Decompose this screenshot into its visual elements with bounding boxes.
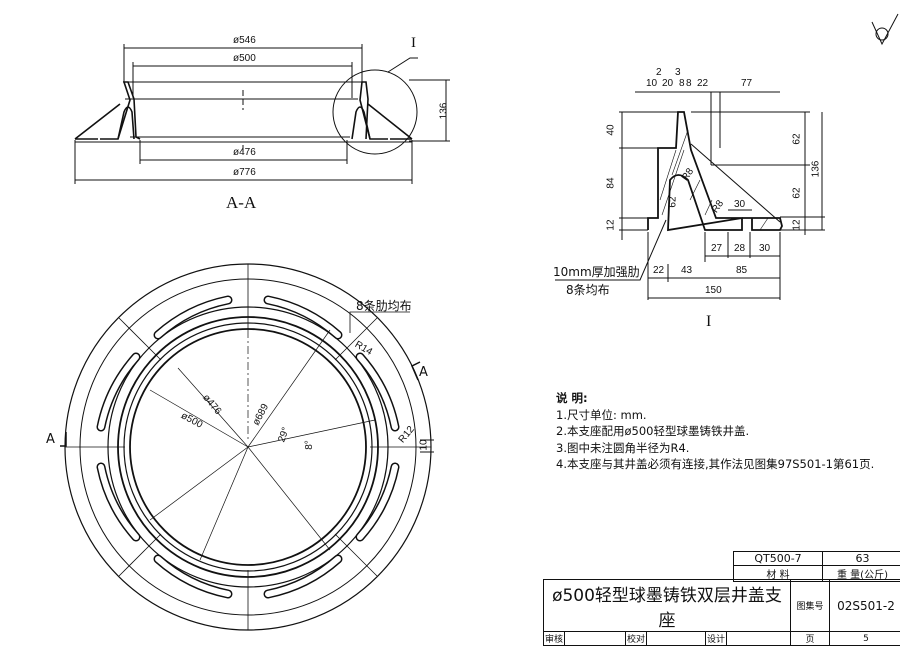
section-mark-left: A — [46, 433, 55, 446]
detail-dim: 8 — [679, 79, 685, 89]
detail-dim: 27 — [711, 244, 722, 254]
detail-dim: 77 — [741, 79, 752, 89]
plan-rib-note: 8条肋均布 — [356, 300, 412, 312]
design-signature — [727, 632, 791, 646]
page-value: 5 — [830, 632, 900, 646]
detail-dim: 2 — [656, 68, 662, 78]
plan-dim-10: 10 — [420, 439, 430, 450]
detail-dim: 28 — [734, 244, 745, 254]
note-item: 3.图中未注圆角半径为R4. — [556, 440, 874, 457]
detail-dim: 43 — [681, 266, 692, 276]
check-label: 校对 — [626, 632, 647, 646]
dim-diameter-776: ø776 — [233, 168, 256, 178]
detail-dim: 30 — [759, 244, 770, 254]
notes-title: 说 明: — [556, 390, 874, 407]
dim-diameter-476: ø476 — [233, 148, 256, 158]
detail-dim: 22 — [697, 79, 708, 89]
section-mark-right: A — [419, 366, 428, 379]
plan-angle-8: 8° — [305, 440, 315, 450]
detail-dim: 40 — [607, 124, 617, 135]
detail-dim: 30 — [734, 200, 745, 210]
page-label: 页 — [791, 632, 830, 646]
check-signature — [647, 632, 706, 646]
detail-dim: 12 — [607, 219, 617, 230]
detail-dim: 62 — [793, 133, 803, 144]
detail-dim: 20 — [662, 79, 673, 89]
plan-view — [60, 264, 434, 630]
section-label: A-A — [226, 194, 256, 211]
detail-dim: 22 — [653, 266, 664, 276]
dim-diameter-546: ø546 — [233, 36, 256, 46]
notes: 说 明: 1.尺寸单位: mm. 2.本支座配用ø500轻型球墨铸铁井盖. 3.… — [556, 390, 874, 473]
material-value: QT500-7 — [734, 552, 823, 566]
dim-height-136: 136 — [439, 103, 449, 120]
title-block: ø500轻型球墨铸铁双层井盖支座 图集号 02S501-2 审核 校对 设计 页… — [543, 579, 900, 646]
rib-note-line1: 10mm厚加强肋 — [553, 266, 640, 278]
detail-dim: 85 — [736, 266, 747, 276]
drawing-title: ø500轻型球墨铸铁双层井盖支座 — [544, 580, 791, 632]
atlas-label: 图集号 — [791, 580, 830, 632]
detail-dim: 62 — [669, 196, 679, 207]
material-weight-table: QT500-7 63 材 料 重 量(公斤) — [733, 551, 900, 582]
review-signature — [565, 632, 626, 646]
detail-dim: 8 — [686, 79, 692, 89]
rib-note-line2: 8条均布 — [566, 284, 610, 296]
detail-dim: 150 — [705, 286, 722, 296]
detail-dim: 12 — [793, 219, 803, 230]
roughness-symbol — [872, 14, 898, 44]
note-item: 4.本支座与其井盖必须有连接,其作法见图集97S501-1第61页. — [556, 456, 874, 473]
note-item: 2.本支座配用ø500轻型球墨铸铁井盖. — [556, 423, 874, 440]
detail-dim: 10 — [646, 79, 657, 89]
review-label: 审核 — [544, 632, 565, 646]
detail-dim: 3 — [675, 68, 681, 78]
detail-dim: 84 — [607, 177, 617, 188]
dim-diameter-500: ø500 — [233, 54, 256, 64]
atlas-number: 02S501-2 — [830, 580, 900, 632]
weight-value: 63 — [823, 552, 900, 566]
detail-label: I — [706, 314, 711, 330]
detail-dim: 136 — [811, 161, 821, 178]
detail-marker: I — [411, 36, 416, 51]
section-a-a — [75, 44, 450, 184]
note-item: 1.尺寸单位: mm. — [556, 407, 874, 424]
detail-dim: 62 — [793, 187, 803, 198]
design-label: 设计 — [706, 632, 727, 646]
